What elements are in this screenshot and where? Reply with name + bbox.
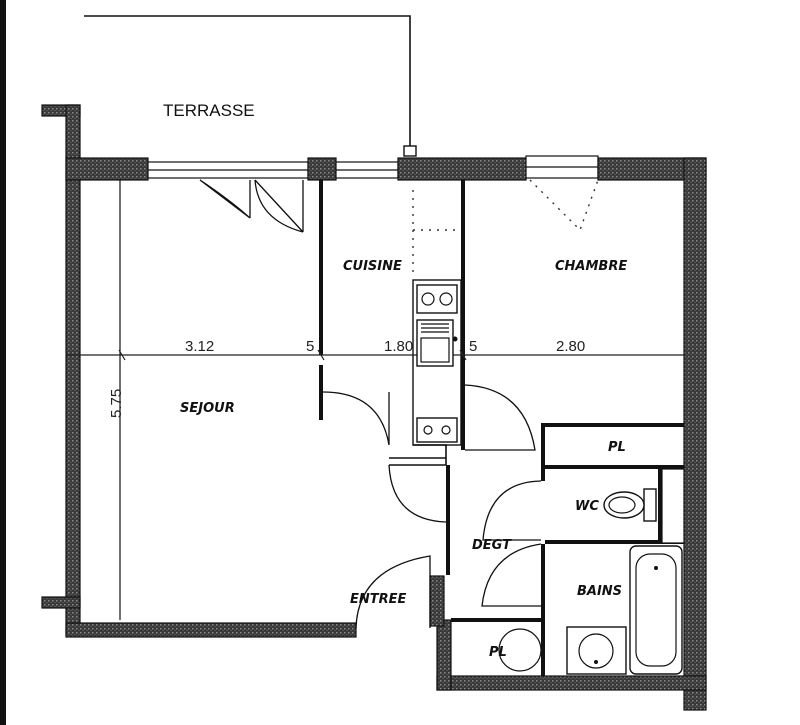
door-chambre-window	[529, 179, 599, 232]
door-sejour-degt	[388, 464, 447, 523]
cooktop-icon	[416, 284, 458, 314]
partition-wc-left-stub	[541, 469, 545, 481]
dim-sep-right: 5	[469, 338, 477, 355]
partition-pl-bottom	[541, 465, 684, 469]
wall-right	[683, 157, 707, 711]
door-wc	[482, 480, 542, 541]
bath-sink-cabinet	[566, 626, 627, 675]
dim-sep-left: 5	[306, 338, 314, 355]
page-edge	[0, 0, 6, 725]
room-label-sejour: SEJOUR	[180, 401, 235, 416]
wall-left-stub-bottom	[41, 596, 81, 609]
dim-sejour-width: 3.12	[185, 338, 214, 355]
room-label-pl-bottom: PL	[489, 645, 507, 660]
door-entree	[355, 555, 431, 629]
partition-sejour-cuisine-top	[319, 180, 323, 355]
door-sejour-terrace	[199, 179, 251, 219]
terrace-label: TERRASSE	[163, 101, 255, 120]
partition-pl-left	[541, 423, 545, 469]
bath-sink-icon	[578, 633, 614, 669]
water-heater-icon	[498, 628, 542, 672]
terrace-post	[403, 145, 417, 157]
partition-cuisine-chambre	[461, 180, 465, 450]
wall-entry-column	[436, 619, 452, 691]
door-cuisine	[322, 391, 390, 446]
partition-wc-right	[658, 469, 662, 543]
door-chambre	[464, 384, 536, 451]
wall-top-3	[397, 157, 527, 181]
room-label-pl-top: PL	[608, 440, 626, 455]
wall-left	[65, 104, 81, 636]
partition-wc-bottom	[545, 540, 684, 544]
wall-bottom-left	[65, 622, 357, 638]
partition-degt-right	[541, 544, 545, 676]
partition-pl-top	[541, 423, 684, 427]
wall-bottom-right	[436, 675, 707, 691]
partition-sejour-cuisine-bottom	[319, 365, 323, 420]
toilet-icon	[603, 491, 645, 519]
room-label-degt: DEGT	[472, 538, 512, 553]
bathtub-icon	[629, 545, 683, 675]
room-label-entree: ENTREE	[350, 592, 407, 607]
room-label-cuisine: CUISINE	[343, 259, 402, 274]
toilet-tank-icon	[643, 488, 657, 522]
dim-cuisine-width: 1.80	[384, 338, 413, 355]
dim-depth: 5.75	[108, 389, 125, 418]
room-label-wc: WC	[575, 499, 599, 514]
wall-top-1	[65, 157, 149, 181]
room-label-chambre: CHAMBRE	[555, 259, 627, 274]
door-bains	[481, 543, 542, 607]
appliance-icon	[416, 417, 458, 443]
partition-degt-left	[446, 465, 450, 575]
wall-top-2	[307, 157, 337, 181]
duct-column	[661, 468, 685, 544]
sink-icon	[416, 319, 454, 367]
terrace-outline	[84, 15, 411, 150]
room-label-bains: BAINS	[577, 584, 622, 599]
wall-entry-stub	[429, 575, 445, 627]
partition-pl-bottom-top	[451, 618, 541, 622]
dim-chambre-width: 2.80	[556, 338, 585, 355]
